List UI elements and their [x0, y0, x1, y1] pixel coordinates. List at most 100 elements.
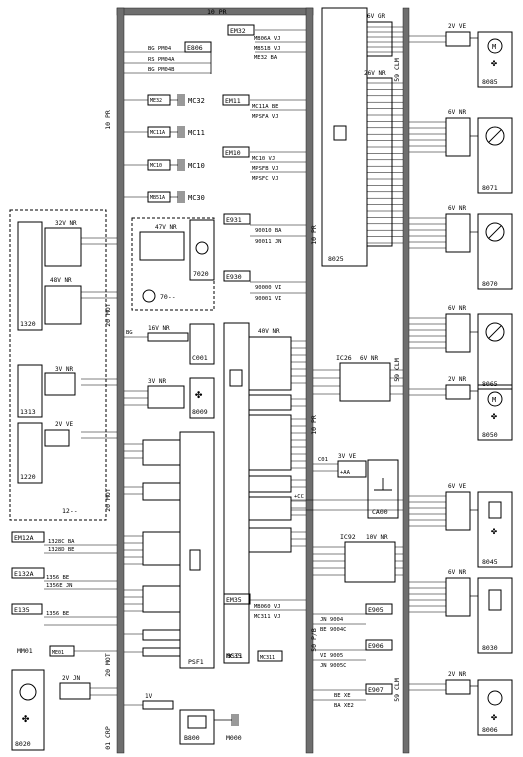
component-8070-conn: 6V NR [448, 205, 466, 212]
box-EM10-label: EM10 [225, 149, 241, 157]
component-8025-pins-6v [366, 21, 393, 57]
component-CA00-code: CA00 [372, 508, 388, 516]
wl-c: ME32 BA [254, 55, 278, 61]
wl-h: MPSFC VJ [252, 176, 279, 182]
wl-c001: BG [126, 330, 133, 336]
component-8025-pins-26v [366, 77, 393, 247]
box-IC26-connector [339, 362, 391, 402]
wl-mb060mr: 1328C BA [48, 539, 75, 545]
8030-therm-icon [488, 589, 502, 611]
8050-motor-icon [487, 391, 503, 407]
mass-MC32-label: MC32 [188, 97, 205, 105]
8085-motor-letter: M [492, 43, 496, 51]
8071-pot-icon [485, 126, 505, 146]
component-8030-conn: 6V NR [448, 569, 466, 576]
8065-pot-slash [488, 325, 502, 339]
component-1313-code: 1313 [20, 408, 36, 416]
wl-9004: JN 9004 [320, 617, 344, 623]
component-8045-connector [445, 491, 471, 531]
component-70---code: 70-- [160, 293, 176, 301]
component-8070-code: 8070 [482, 280, 498, 288]
psf1-connector [142, 585, 181, 613]
component-8006 [477, 679, 513, 736]
component-7020-connector [139, 231, 185, 261]
box-EM12A [11, 531, 45, 543]
box-E931-label: E931 [226, 216, 242, 224]
component-PSF1-code: PSF1 [188, 658, 204, 666]
component-BSI1 [223, 322, 250, 664]
component-8020-conn: 2V JN [62, 675, 80, 682]
harness-mot2-label: 20 MOT [104, 488, 112, 512]
box-EM32 [227, 24, 255, 36]
component-8050-conn: 2V NR [448, 376, 466, 383]
wl-aa: +CC [294, 494, 304, 500]
component-8025-icon [333, 125, 347, 141]
component-C001-conn: 16V NR [148, 325, 170, 332]
component-8085-connector [445, 31, 471, 47]
component-8020-connector [59, 682, 91, 700]
splice-MB51A-label: MB51A [150, 195, 165, 201]
box-EM35 [223, 593, 251, 605]
wl-0: BG PM04 [148, 46, 172, 52]
wl-mc311: MC311 VJ [254, 614, 281, 620]
component-8020-code: 8020 [15, 740, 31, 748]
component-1313-conn: 3V NR [55, 366, 73, 373]
component-8065-conn: 6V NR [448, 305, 466, 312]
component-1313-connector [44, 372, 76, 396]
bsi1-connector [248, 527, 292, 553]
box-IC92-connector [344, 541, 396, 583]
wl-1356be: 1356 BE [46, 611, 69, 617]
component-8071-code: 8071 [482, 184, 498, 192]
box-EM12A-label: EM12A [14, 534, 34, 542]
harness-right-trunk [305, 7, 314, 754]
component-8045-code: 8045 [482, 558, 498, 566]
component-8045-conn: 6V VE [448, 483, 466, 490]
component-8050-code: 8050 [482, 431, 498, 439]
splice-MC11A-label: MC11A [150, 130, 165, 136]
box-EM32-label: EM32 [230, 27, 246, 35]
component-8009-code: 8009 [192, 408, 208, 416]
component-CA00 [367, 459, 399, 519]
wl-bmf1: C01 [318, 457, 328, 463]
component-8006-conn: 2V NR [448, 671, 466, 678]
splice-ME01-label: ME01 [52, 650, 64, 656]
PSF1-fuse-icon [189, 549, 201, 571]
8045-module-icon [488, 501, 502, 519]
splice-MC311 [257, 650, 283, 662]
box-E931 [223, 213, 251, 225]
component-8065-code: 8065 [482, 380, 498, 388]
box-IC26-label: IC26 [336, 354, 352, 362]
harness-clm1-label: 59 CLM [393, 58, 401, 82]
component-CA00-connector [337, 460, 367, 478]
wl-9004c: BE 9004C [320, 627, 347, 633]
component-8071-conn: 6V NR [448, 109, 466, 116]
box-EM11 [222, 94, 250, 106]
component-C001-code: C001 [192, 354, 208, 362]
wl-e: MPSFA VJ [252, 114, 279, 120]
box-IC92-label: IC92 [340, 533, 356, 541]
bsi1-connector [248, 394, 292, 411]
box-E132A [11, 567, 45, 579]
wl-xe: BE XE [334, 693, 351, 699]
wl-c01: +AA [340, 470, 351, 476]
component-8006-code: 8006 [482, 726, 498, 734]
8070-pot-icon [485, 222, 505, 242]
component-1313 [17, 364, 43, 418]
splice-MC311-label: MC311 [260, 655, 275, 661]
component-1220 [17, 422, 43, 484]
8006-star-icon: ✤ [491, 712, 497, 723]
box-E906 [365, 639, 393, 651]
box-E930-label: E930 [226, 273, 242, 281]
box-E906-label: E906 [368, 642, 384, 650]
component-1320-conn-b [44, 285, 82, 325]
component-M000-code: M000 [226, 734, 242, 742]
component-8030 [477, 577, 513, 654]
component-8071-connector [445, 117, 471, 157]
harness-right-label: 10 PR [310, 225, 318, 245]
8071-pot-slash [488, 129, 502, 143]
box-IC92-conn: 10V NR [366, 534, 388, 541]
harness-left-label: 10 PR [104, 110, 112, 130]
component-8025-conn: 6V GR [367, 13, 385, 20]
